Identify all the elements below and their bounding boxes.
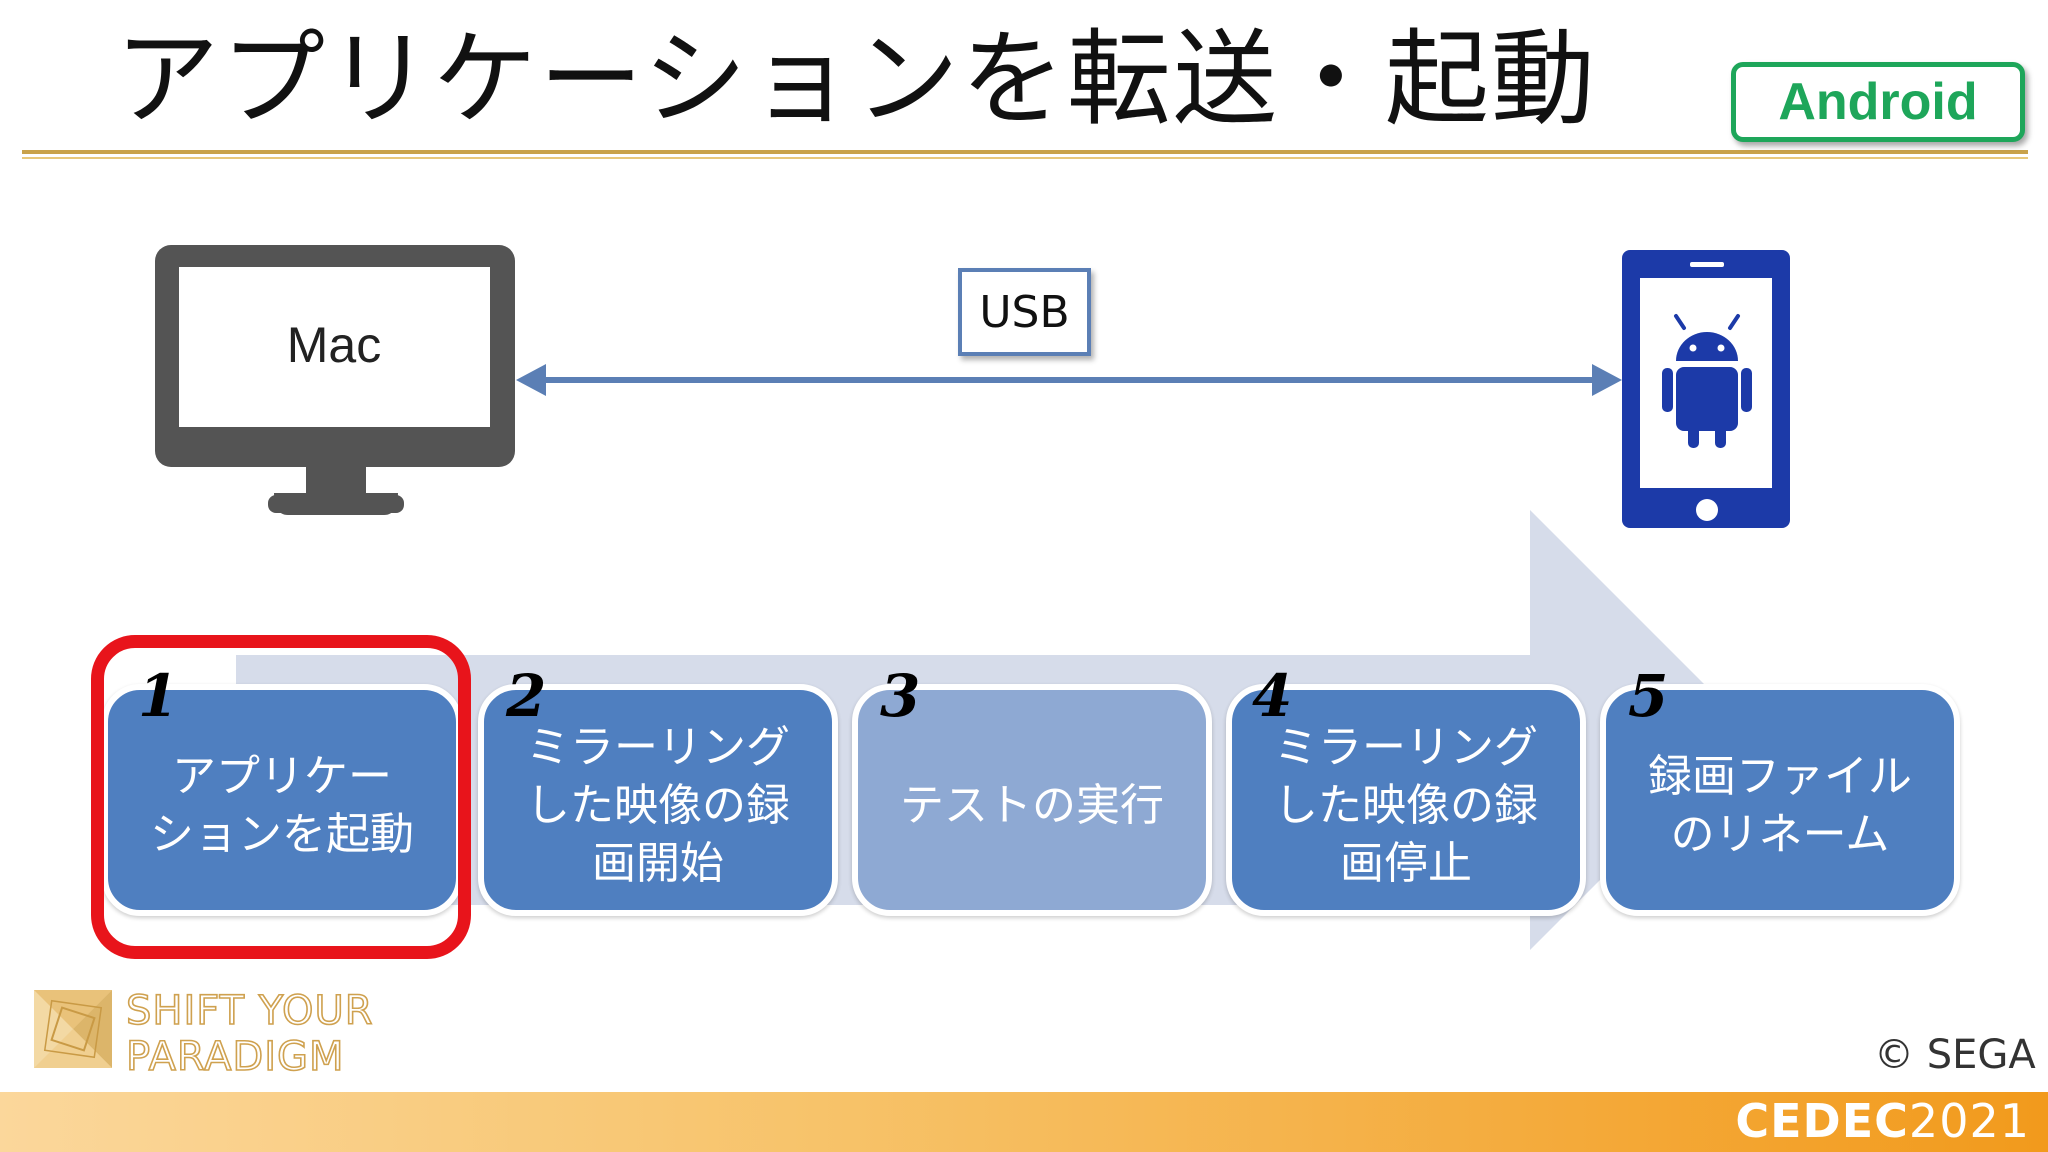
step-2-number: 2 [506,662,547,730]
step-1-label: アプリケー ションを起動 [150,751,414,860]
shift-your-paradigm-logo: SHIFT YOUR PARADIGM [34,987,374,1074]
step-1: アプリケー ションを起動 [102,684,462,916]
step-4-number: 4 [1252,662,1293,730]
connection-label: USB [958,268,1091,356]
step-4: ミラーリング した映像の録 画停止 [1226,684,1586,916]
slide-title: アプリケーションを転送・起動 [115,18,1597,140]
title-divider [22,150,2028,154]
footer-bar [0,1092,2048,1152]
title-divider-thin [22,157,2028,159]
event-year: 2021 [1908,1094,2030,1148]
step-2: ミラーリング した映像の録 画開始 [478,684,838,916]
computer-label: Mac [286,317,382,373]
step-3-label: テストの実行 [900,780,1164,831]
step-5-number: 5 [1628,662,1669,730]
usb-connection-arrow [516,364,1622,396]
event-name: CEDEC [1735,1094,1909,1148]
logo-line-1: SHIFT YOUR [126,988,374,1034]
logo-line-2: PARADIGM [126,1034,345,1074]
android-robot-icon [1662,314,1752,448]
step-3-number: 3 [880,662,921,730]
step-4-label: ミラーリング した映像の録 画停止 [1274,722,1538,889]
step-2-label: ミラーリング した映像の録 画開始 [526,722,790,889]
copyright: © SEGA [1874,1032,2036,1078]
platform-badge: Android [1731,62,2025,142]
monitor-icon [155,245,515,515]
current-step-highlight [91,635,471,959]
step-1-number: 1 [138,662,179,730]
cedec-logo: CEDEC2021 [1735,1094,2030,1148]
step-5-label: 録画ファイル のリネーム [1648,751,1912,860]
step-3: テストの実行 [852,684,1212,916]
step-5: 録画ファイル のリネーム [1600,684,1960,916]
